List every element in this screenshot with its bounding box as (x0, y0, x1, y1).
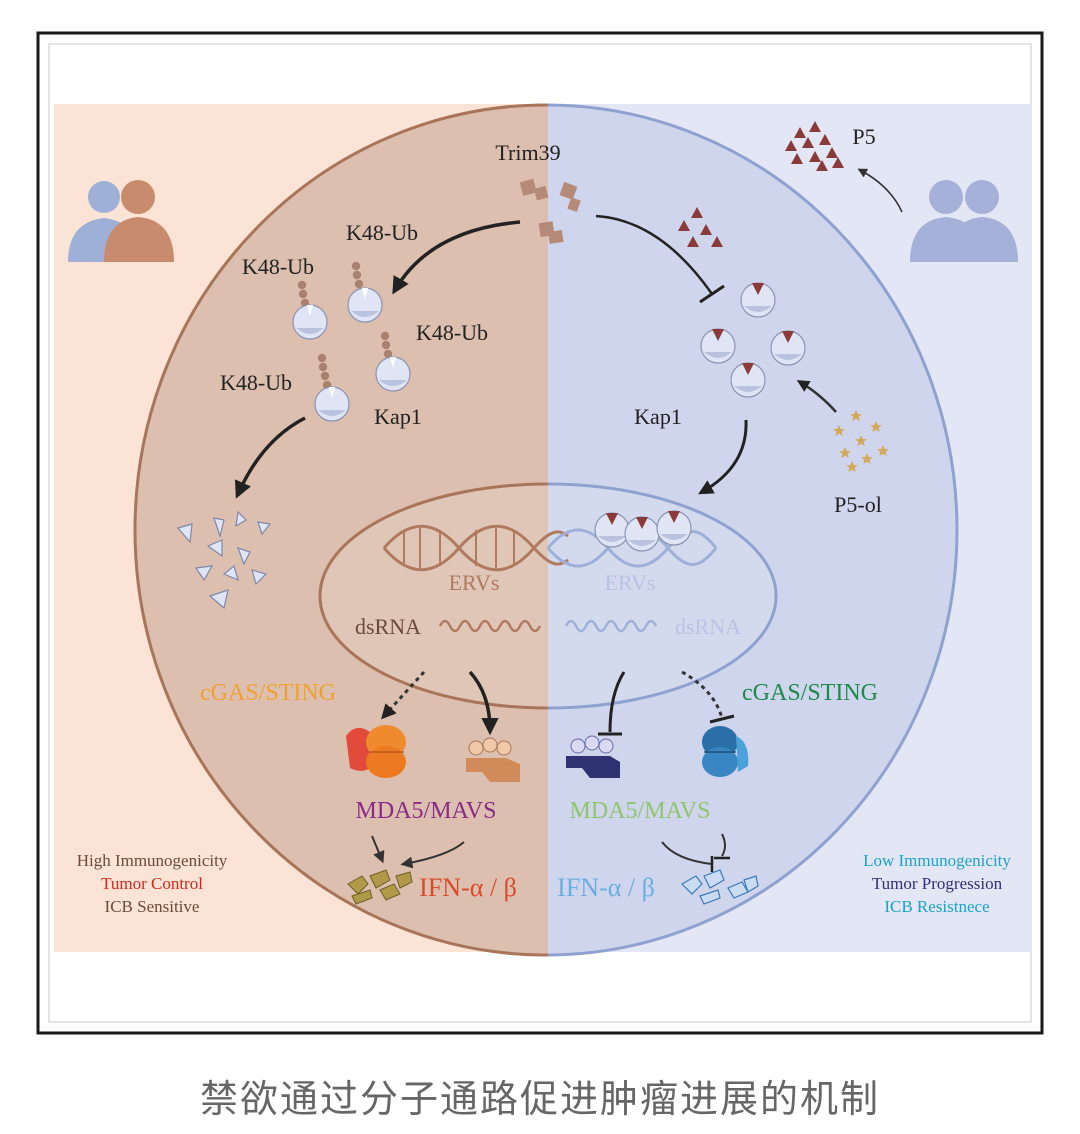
pathway-diagram: Trim39 K48-Ub K48-Ub K48-Ub K48-Ub Kap1 (36, 31, 1044, 1035)
p5-label: P5 (852, 124, 875, 149)
inhibit-dsrna-mda5-right (608, 671, 626, 733)
cgas-sting-protein-left (346, 725, 406, 778)
outcome-right-3: ICB Resistnece (884, 897, 989, 916)
inhibit-mda5-ifn-right (661, 841, 713, 865)
mda5-mavs-protein-left (466, 737, 520, 782)
arrow-dsrna-cgas-left (380, 670, 426, 720)
inhibit-dsrna-cgas-right (681, 670, 724, 719)
ervs-label-left: ERVs (449, 570, 500, 595)
cell-right-half (548, 105, 957, 955)
outcome-left-1: High Immunogenicity (77, 851, 228, 870)
arrow-trim39-ubiquitination (392, 220, 521, 295)
figure-caption: 禁欲通过分子通路促进肿瘤进展的机制 (199, 1077, 880, 1121)
people-icon-left (68, 180, 174, 262)
trim39-protein-icon (519, 178, 581, 244)
inhibit-bar-trim39 (699, 284, 725, 304)
outcome-left-3: ICB Sensitive (105, 897, 200, 916)
arrow-kap1-nucleus (698, 419, 748, 495)
p5-ol-label: P5-ol (834, 492, 882, 517)
arrow-degradation (234, 416, 306, 499)
inhibit-trim39-kap1 (595, 214, 714, 295)
dsrna-label-left: dsRNA (355, 614, 421, 639)
erv-dna-helix-left (382, 524, 569, 572)
ifn-label-right: IFN-α / β (557, 873, 655, 902)
dsrna-label-right: dsRNA (675, 614, 741, 639)
nucleus-left (318, 482, 548, 710)
dsrna-strand-left (438, 619, 542, 633)
mda5-mavs-label-right: MDA5/MAVS (570, 798, 711, 824)
inhibit-cgas-ifn-right (721, 833, 726, 857)
k48-ub-label-3: K48-Ub (416, 320, 488, 345)
outcome-right-2: Tumor Progression (872, 874, 1003, 893)
inhibit-bar-cgas-right (709, 714, 735, 724)
cgas-sting-protein-right (702, 726, 749, 777)
mda5-mavs-protein-right (566, 735, 620, 778)
people-icon-right (910, 180, 1018, 262)
arrow-p5-ol (796, 380, 837, 413)
cgas-sting-label-left: cGAS/STING (200, 680, 336, 706)
arrow-dsrna-mda5-left (468, 670, 499, 736)
ervs-label-right: ERVs (605, 570, 656, 595)
cell-left-half (135, 105, 548, 955)
cell-membrane-left (133, 103, 548, 957)
k48-ub-label-1: K48-Ub (346, 220, 418, 245)
kap1-label-left: Kap1 (374, 404, 422, 429)
k48-ub-label-4: K48-Ub (220, 370, 292, 395)
ifn-molecules-left (347, 869, 413, 905)
arrow-p5-release (857, 168, 903, 213)
arrow-mda5-ifn-left (400, 841, 465, 869)
kap1-on-erv (594, 510, 692, 552)
pathway-figure: Trim39 K48-Ub K48-Ub K48-Ub K48-Ub Kap1 (36, 31, 1044, 1035)
outcome-right-1: Low Immunogenicity (863, 851, 1011, 870)
degraded-kap1-fragments (176, 510, 272, 610)
k48-ub-label-2: K48-Ub (242, 254, 314, 279)
arrow-cgas-ifn-left (371, 835, 385, 864)
outcome-left-2: Tumor Control (101, 874, 203, 893)
mda5-mavs-label-left: MDA5/MAVS (356, 798, 497, 824)
dsrna-strand-right (564, 619, 658, 633)
cgas-sting-label-right: cGAS/STING (742, 680, 878, 706)
ifn-molecules-right (681, 869, 759, 905)
ifn-label-left: IFN-α / β (419, 873, 517, 902)
kap1-label-right: Kap1 (634, 404, 682, 429)
trim39-label: Trim39 (495, 140, 560, 165)
cell-membrane-right (548, 103, 959, 957)
